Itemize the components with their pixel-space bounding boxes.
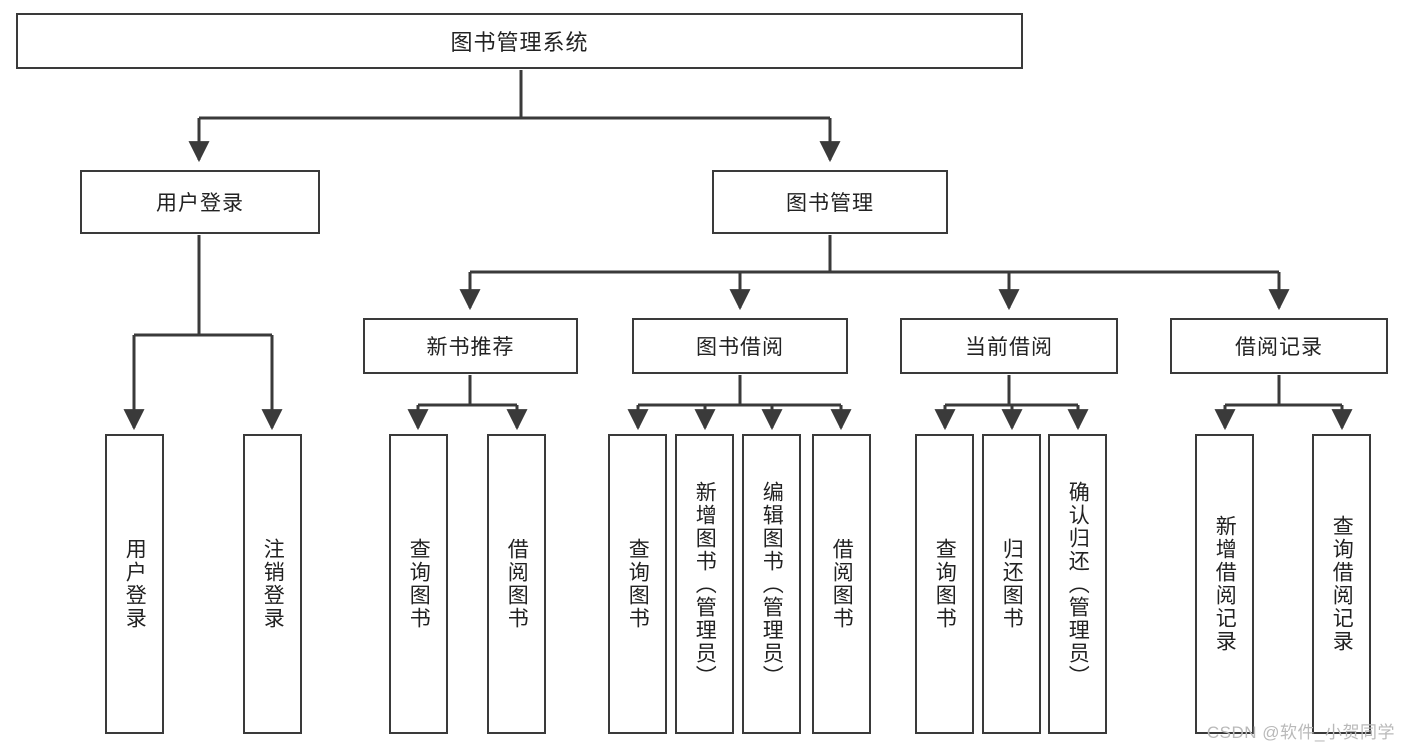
node-user-login[interactable]: 用户登录 — [80, 170, 320, 234]
node-book-borrowing[interactable]: 图书借阅 — [632, 318, 848, 374]
leaf-borrow-book-recommendation[interactable]: 借阅图书 — [487, 434, 546, 734]
node-label: 用户登录 — [123, 538, 147, 630]
node-label: 新增借阅记录 — [1213, 515, 1237, 653]
node-label: 注销登录 — [261, 538, 285, 630]
leaf-add-borrow-record[interactable]: 新增借阅记录 — [1195, 434, 1254, 734]
leaf-query-borrow-record[interactable]: 查询借阅记录 — [1312, 434, 1371, 734]
node-label: 图书借阅 — [696, 336, 784, 359]
node-label: 编辑图书（管理员） — [760, 480, 784, 688]
leaf-query-book-current[interactable]: 查询图书 — [915, 434, 974, 734]
node-new-book-recommendation[interactable]: 新书推荐 — [363, 318, 578, 374]
leaf-query-book-recommendation[interactable]: 查询图书 — [389, 434, 448, 734]
node-borrow-records[interactable]: 借阅记录 — [1170, 318, 1388, 374]
node-label: 新书推荐 — [426, 336, 515, 359]
leaf-confirm-return-admin[interactable]: 确认归还（管理员） — [1048, 434, 1107, 734]
node-label: 用户登录 — [156, 192, 244, 215]
node-book-management-system[interactable]: 图书管理系统 — [16, 13, 1023, 69]
node-label: 查询图书 — [933, 538, 957, 630]
leaf-borrow-book-borrowing[interactable]: 借阅图书 — [812, 434, 871, 734]
node-label: 归还图书 — [1000, 538, 1024, 630]
node-label: 当前借阅 — [965, 336, 1053, 359]
leaf-edit-book-admin[interactable]: 编辑图书（管理员） — [742, 434, 801, 734]
leaf-user-login[interactable]: 用户登录 — [105, 434, 164, 734]
node-book-management[interactable]: 图书管理 — [712, 170, 948, 234]
node-label: 借阅记录 — [1235, 336, 1323, 359]
node-label: 借阅图书 — [830, 538, 854, 630]
node-label: 图书管理系统 — [450, 30, 589, 55]
leaf-add-book-admin[interactable]: 新增图书（管理员） — [675, 434, 734, 734]
leaf-query-book-borrowing[interactable]: 查询图书 — [608, 434, 667, 734]
node-label: 确认归还（管理员） — [1066, 480, 1090, 688]
node-label: 新增图书（管理员） — [693, 480, 717, 688]
node-label: 查询借阅记录 — [1330, 515, 1354, 653]
node-label: 图书管理 — [786, 192, 874, 215]
csdn-watermark: CSDN @软件_小贺同学 — [1206, 723, 1395, 742]
node-current-borrowing[interactable]: 当前借阅 — [900, 318, 1118, 374]
leaf-logout[interactable]: 注销登录 — [243, 434, 302, 734]
node-label: 查询图书 — [626, 538, 650, 630]
node-label: 借阅图书 — [505, 538, 529, 630]
node-label: 查询图书 — [407, 538, 431, 630]
leaf-return-book[interactable]: 归还图书 — [982, 434, 1041, 734]
